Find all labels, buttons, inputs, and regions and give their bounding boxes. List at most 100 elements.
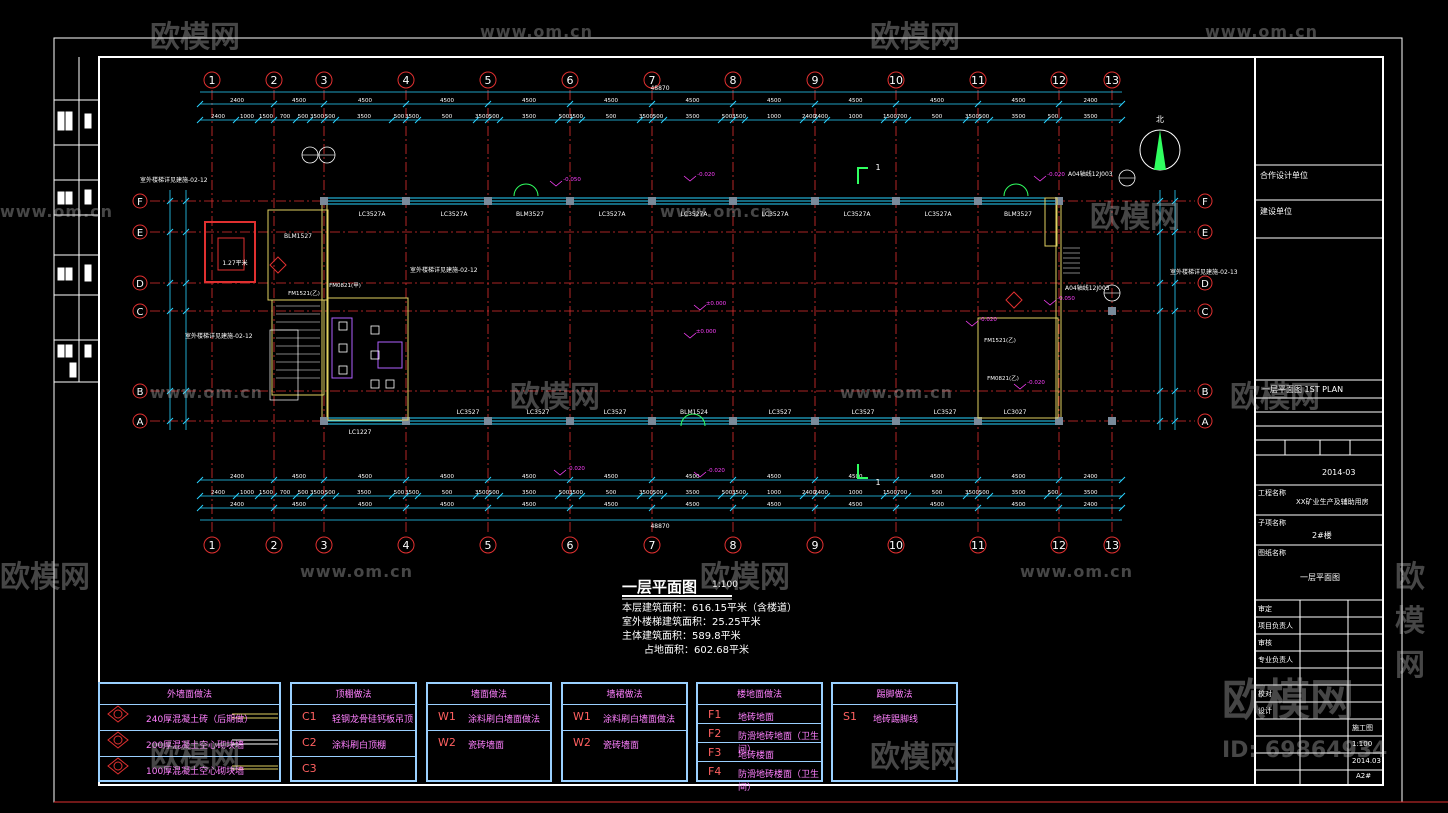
door-label: LC1227 <box>349 429 372 436</box>
dimension-label: 4500 <box>1012 98 1026 104</box>
tb-subitem: 2#楼 <box>1312 531 1332 540</box>
dimension-tick <box>660 492 668 500</box>
dimension-label: 500 <box>653 490 664 496</box>
tb-subitem-label: 子项名称 <box>1258 519 1286 527</box>
axis-bubble <box>397 71 415 89</box>
dimension-tick <box>254 492 262 500</box>
legend-row: 200厚混凝土空心砌块墙 <box>100 730 279 755</box>
dimension-tick <box>332 492 340 500</box>
dimension-label: 4500 <box>292 474 306 480</box>
dimension-tick <box>1055 492 1063 500</box>
ref-note: 室外楼梯详见建施-02-12 <box>140 176 208 184</box>
axis-bubble <box>397 536 415 554</box>
legend-title: 墙面做法 <box>470 690 507 700</box>
legend-title: 外墙面做法 <box>166 690 212 700</box>
dimension-label: 700 <box>897 114 908 120</box>
dimension-label: 3500 <box>686 114 700 120</box>
dimension-label: 500 <box>442 490 453 496</box>
axis-bubble <box>1103 536 1121 554</box>
dimension-tick <box>402 476 410 484</box>
tb-date: 2014.03 <box>1352 757 1381 765</box>
dimension-tick <box>320 492 328 500</box>
window-label: LC3527A <box>844 211 872 218</box>
door-label: FM1521(乙) <box>288 290 320 297</box>
dimension-label: 2400 <box>230 474 244 480</box>
axis-bubble <box>315 71 333 89</box>
axis-bubble <box>132 383 148 399</box>
dimension-label: 2400 <box>814 490 828 496</box>
fixture <box>370 379 380 389</box>
elevation-label: ±0.000 <box>706 301 727 307</box>
legend-desc: 地砖楼面 <box>738 751 775 761</box>
dimension-label: 500 <box>325 490 336 496</box>
dimension-label: 4500 <box>604 98 618 104</box>
dimension-tick <box>741 116 749 124</box>
elevation-label: -0.020 <box>1027 380 1045 386</box>
elevation-mark <box>1043 299 1057 306</box>
dimension-tick <box>270 116 278 124</box>
dimension-label: 500 <box>298 114 309 120</box>
dimension-tick <box>729 116 737 124</box>
toilet-block <box>327 297 409 421</box>
window-label: LC3527 <box>769 409 792 416</box>
dimension-tick <box>892 476 900 484</box>
dimension-tick <box>292 116 300 124</box>
dimension-tick <box>1171 197 1179 205</box>
fixture <box>338 321 348 331</box>
axis-number: 5 <box>485 539 492 552</box>
door-swing <box>1015 183 1029 197</box>
binding-strip <box>54 57 99 383</box>
legend-code: C2 <box>302 736 317 749</box>
dimension-label: 4500 <box>767 502 781 508</box>
dimension-tick <box>402 492 410 500</box>
tb-drawing-en: 一层平面图 1ST PLAN <box>1262 385 1344 394</box>
legend-row: 100厚混凝土空心砌块墙 <box>100 756 279 781</box>
dimension-label: 3500 <box>965 490 979 496</box>
dimension-tick <box>388 492 396 500</box>
column <box>1055 197 1063 205</box>
column <box>320 417 328 425</box>
column <box>892 417 900 425</box>
legend-desc: 瓷砖墙面 <box>468 741 505 751</box>
plan-walls <box>204 183 1116 427</box>
legend-desc: 100厚混凝土空心砌块墙 <box>146 767 245 777</box>
axis-bubble <box>969 71 987 89</box>
dimension-tick <box>182 197 190 205</box>
dimension-label: 500 <box>559 490 570 496</box>
axis-letter: B <box>137 387 144 398</box>
legend-desc: 涂料刷白顶棚 <box>332 741 387 751</box>
tb-signer: 项目负责人 <box>1258 622 1293 630</box>
dimension-label: 3500 <box>1012 114 1026 120</box>
legend-desc: 涂料刷白墙面做法 <box>603 715 676 725</box>
tb-unit: 合作设计单位 <box>1260 171 1308 180</box>
tb-signer: 审核 <box>1258 639 1272 647</box>
window-label: LC3527 <box>852 409 875 416</box>
dimension-tick <box>717 492 725 500</box>
dimension-tick <box>962 492 970 500</box>
dimension-tick <box>1055 100 1063 108</box>
axis-bubble <box>1197 413 1213 429</box>
dimension-label: 4500 <box>767 474 781 480</box>
dimension-tick <box>1118 100 1126 108</box>
legend-desc: 240厚混凝土砖（后期做） <box>146 715 254 725</box>
dimension-label: 500 <box>298 490 309 496</box>
dimension-tick <box>472 492 480 500</box>
elevation-mark <box>965 320 979 327</box>
axis-bubble <box>265 71 283 89</box>
dimension-label: 2400 <box>1084 502 1098 508</box>
area-note: 主体建筑面积：589.8平米 <box>622 631 741 642</box>
window-label: LC3527 <box>527 409 550 416</box>
dimension-label: 3500 <box>357 490 371 496</box>
dimension-label: 1000 <box>240 490 254 496</box>
dimension-tick <box>799 116 807 124</box>
tb-project-label: 工程名称 <box>1258 489 1286 497</box>
legend-desc: 防滑地砖地面（卫生间） <box>738 732 820 755</box>
dimension-tick <box>1171 279 1179 287</box>
dimension-tick <box>166 279 174 287</box>
